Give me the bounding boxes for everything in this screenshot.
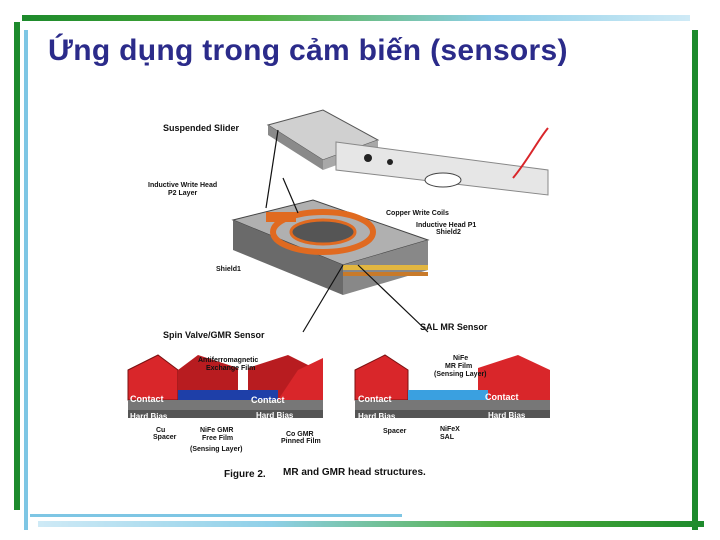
label-contact-4: Contact bbox=[485, 392, 519, 402]
label-hard-bias-3: Hard Bias bbox=[358, 412, 396, 421]
figure-svg: Suspended Slider Inductive Write Head P2… bbox=[118, 100, 568, 490]
label-write-head-2: P2 Layer bbox=[168, 190, 197, 197]
label-sal: SAL bbox=[440, 434, 455, 441]
label-nifex: NiFeX bbox=[440, 426, 460, 433]
caption-text: MR and GMR head structures. bbox=[283, 467, 426, 478]
caption-figure-number: Figure 2. bbox=[224, 469, 266, 480]
label-co-gmr-1: Co GMR bbox=[286, 431, 314, 438]
label-nife-2: MR Film bbox=[445, 363, 472, 370]
label-cu: Cu bbox=[156, 427, 165, 434]
label-contact-2: Contact bbox=[251, 395, 285, 405]
label-co-gmr-2: Pinned Film bbox=[281, 438, 321, 445]
label-shield2: Shield2 bbox=[436, 229, 461, 236]
label-contact-1: Contact bbox=[130, 394, 164, 404]
label-nife-gmr-2: Free Film bbox=[202, 435, 233, 442]
left-inner-border-bar bbox=[24, 30, 28, 530]
top-border-bar bbox=[22, 15, 690, 21]
label-copper-coils: Copper Write Coils bbox=[386, 210, 449, 217]
label-spacer: Spacer bbox=[153, 434, 177, 441]
label-nife-1: NiFe bbox=[453, 355, 468, 362]
label-nife-gmr-3: (Sensing Layer) bbox=[190, 446, 243, 453]
bottom-border-bar bbox=[38, 521, 704, 527]
left-border-bar bbox=[14, 22, 20, 510]
label-spin-valve: Spin Valve/GMR Sensor bbox=[163, 330, 265, 340]
label-afm-1: Antiferromagnetic bbox=[198, 357, 258, 364]
label-write-head-1: Inductive Write Head bbox=[148, 182, 217, 189]
bottom-inner-border-bar bbox=[30, 514, 402, 517]
label-spacer-right: Spacer bbox=[383, 428, 407, 435]
right-border-bar bbox=[692, 30, 698, 530]
label-hard-bias-2: Hard Bias bbox=[256, 411, 294, 420]
label-nife-gmr-1: NiFe GMR bbox=[200, 427, 233, 434]
label-shield1: Shield1 bbox=[216, 266, 241, 273]
label-contact-3: Contact bbox=[358, 394, 392, 404]
slide-title: Ứng dụng trong cảm biến (sensors) bbox=[48, 34, 568, 68]
label-inductive-p1: Inductive Head P1 bbox=[416, 222, 476, 229]
label-hard-bias-1: Hard Bias bbox=[130, 412, 168, 421]
label-nife-3: (Sensing Layer) bbox=[434, 371, 487, 378]
label-afm-2: Exchange Film bbox=[206, 365, 255, 372]
label-hard-bias-4: Hard Bias bbox=[488, 411, 526, 420]
label-sal-mr: SAL MR Sensor bbox=[420, 322, 488, 332]
suspended-slider-drawing bbox=[268, 110, 548, 195]
label-suspended-slider: Suspended Slider bbox=[163, 123, 240, 133]
head-structures-figure: Suspended Slider Inductive Write Head P2… bbox=[118, 100, 568, 490]
